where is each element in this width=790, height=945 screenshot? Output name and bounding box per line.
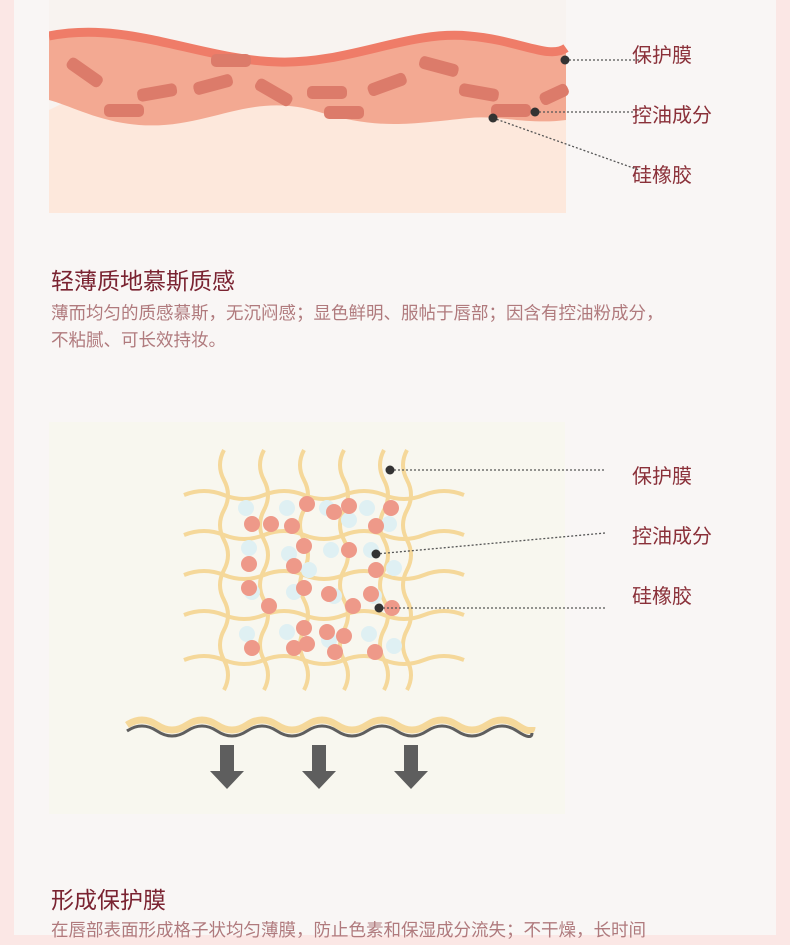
- label-protective-film-1: 保护膜: [632, 43, 692, 67]
- protective-film-layer: [49, 27, 569, 67]
- arrow-down-icon: [394, 745, 428, 789]
- oil-control-particles: [66, 54, 569, 119]
- oil-control-particles: [241, 496, 400, 660]
- label-oil-control-1: 控油成分: [632, 103, 712, 127]
- section2-marker-dots: [371, 465, 395, 613]
- oil-control-layer: [49, 32, 566, 126]
- section2-leader-lines: [375, 469, 606, 609]
- section2-description: 在唇部表面形成格子状均匀薄膜，防止色素和保湿成分流失；不干燥，长时间: [51, 918, 646, 945]
- mesh-film-illustration: [49, 422, 606, 814]
- label-silicone-1: 硅橡胶: [632, 163, 692, 187]
- lip-surface-wave: [126, 724, 534, 738]
- protective-film-wave: [125, 716, 536, 734]
- section1-marker-dots: [488, 55, 570, 123]
- arrow-down-icon: [210, 745, 244, 789]
- downward-arrows: [210, 745, 428, 789]
- label-protective-film-2: 保护膜: [632, 464, 692, 488]
- lip-film-cross-section-illustration: [49, 0, 640, 213]
- section2-desc-line1: 在唇部表面形成格子状均匀薄膜，防止色素和保湿成分流失；不干燥，长时间: [51, 921, 646, 941]
- mesh-horizontal-strands: [183, 489, 465, 666]
- section1-title: 轻薄质地慕斯质感: [51, 269, 235, 295]
- arrow-down-icon: [302, 745, 336, 789]
- silicone-particles: [238, 500, 402, 654]
- section1-desc-line1: 薄而均匀的质感慕斯，无沉闷感；显色鲜明、服帖于唇部；因含有控油粉成分，: [51, 304, 664, 324]
- label-silicone-2: 硅橡胶: [632, 584, 692, 608]
- section1-description: 薄而均匀的质感慕斯，无沉闷感；显色鲜明、服帖于唇部；因含有控油粉成分， 不粘腻、…: [51, 301, 664, 355]
- section1-leader-lines: [492, 59, 640, 171]
- section1-desc-line2: 不粘腻、可长效持妆。: [51, 331, 226, 351]
- section2-title: 形成保护膜: [51, 888, 166, 914]
- label-oil-control-2: 控油成分: [632, 524, 712, 548]
- content-card: 保护膜 控油成分 硅橡胶 轻薄质地慕斯质感 薄而均匀的质感慕斯，无沉闷感；显色鲜…: [14, 0, 776, 941]
